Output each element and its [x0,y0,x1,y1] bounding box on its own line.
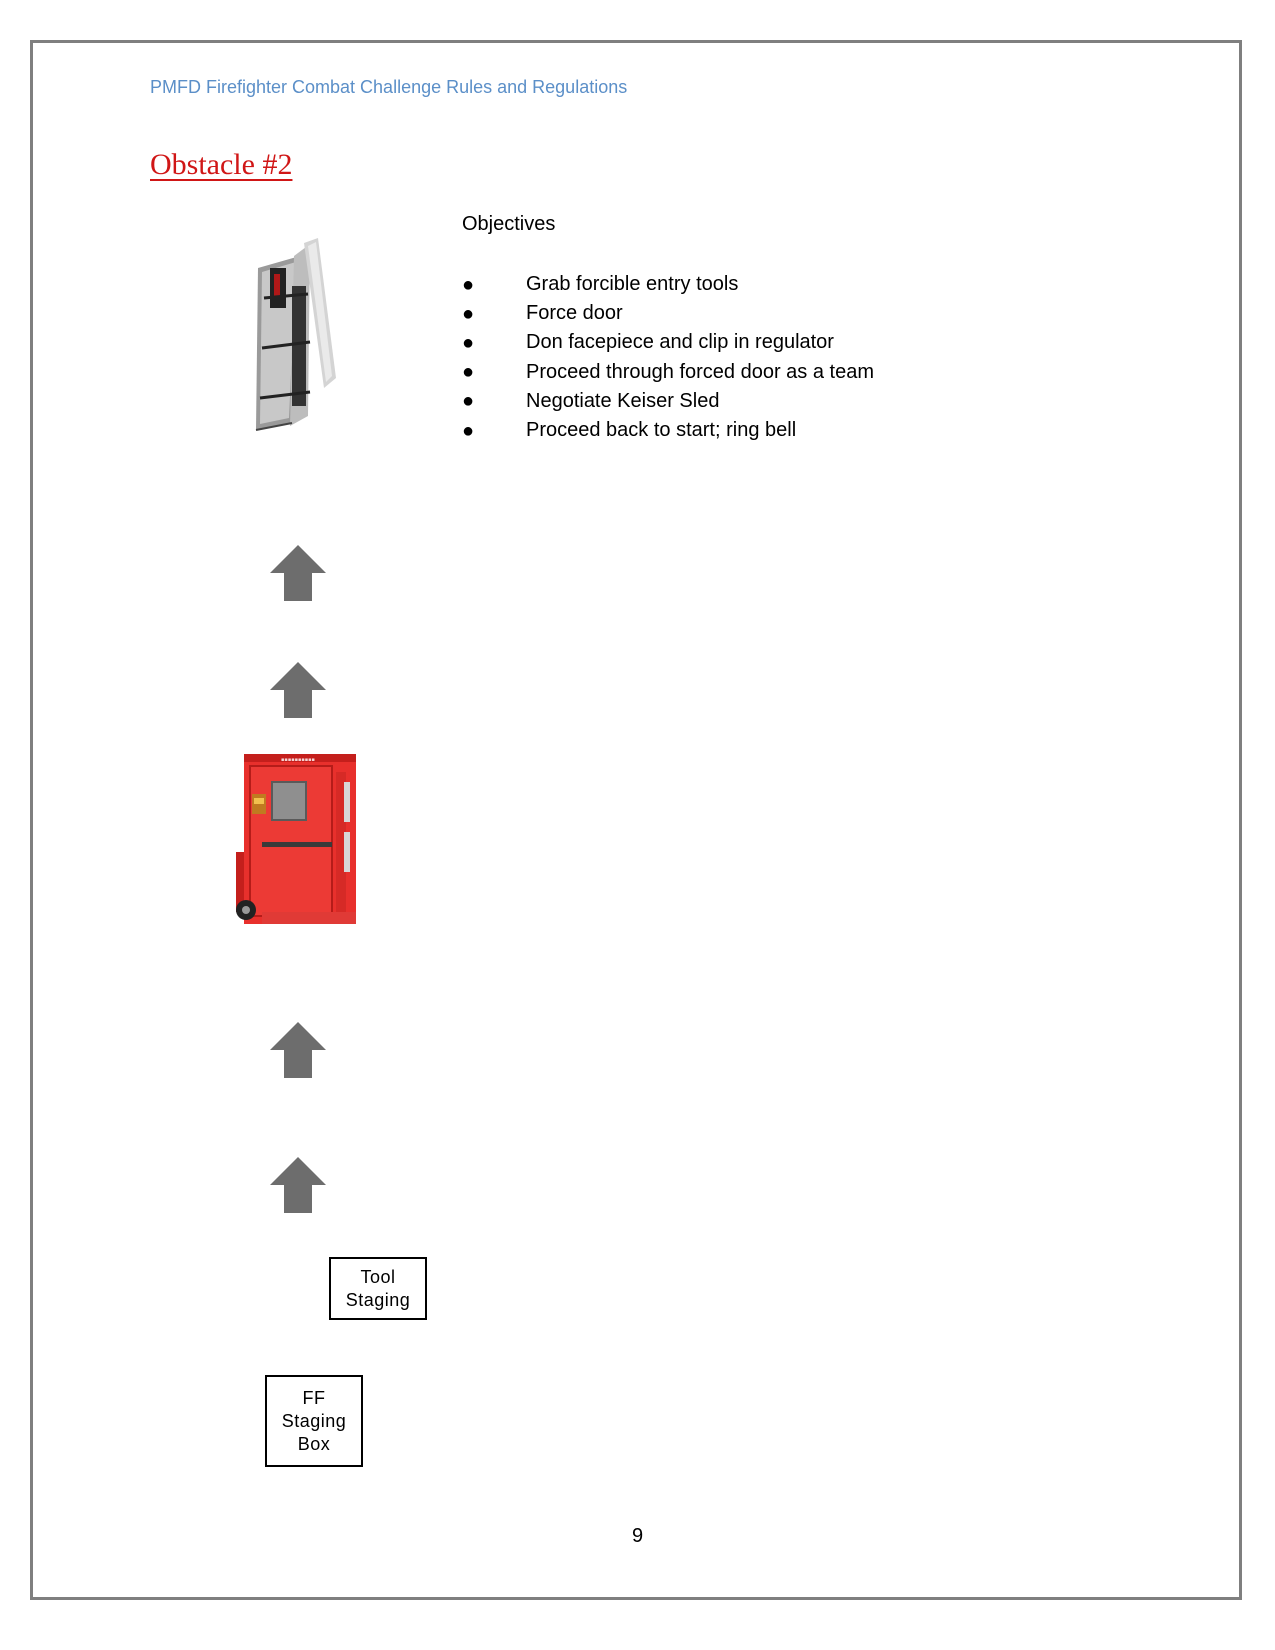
objective-text: Force door [526,302,623,325]
ff-staging-box: FF Staging Box [265,1375,363,1467]
objective-item: ●Force door [462,299,874,328]
bullet-icon: ● [462,333,526,353]
ff-staging-line1: FF [267,1387,361,1410]
obstacle-title: Obstacle #2 [150,148,292,182]
tool-staging-box: Tool Staging [329,1257,427,1320]
objective-text: Negotiate Keiser Sled [526,390,719,413]
objective-text: Grab forcible entry tools [526,273,738,296]
objective-text: Proceed back to start; ring bell [526,419,796,442]
objectives-list: ●Grab forcible entry tools ●Force door ●… [462,270,874,445]
objective-item: ●Proceed back to start; ring bell [462,416,874,445]
forcible-entry-door-image: ▪▪▪▪▪▪▪▪▪▪ [232,752,362,927]
objective-item: ●Proceed through forced door as a team [462,358,874,387]
page-number: 9 [0,1525,1275,1548]
ff-staging-line3: Box [267,1433,361,1456]
objective-text: Don facepiece and clip in regulator [526,331,834,354]
bullet-icon: ● [462,304,526,324]
objectives-heading: Objectives [462,213,555,236]
running-header: PMFD Firefighter Combat Challenge Rules … [150,77,627,98]
bullet-icon: ● [462,275,526,295]
objective-text: Proceed through forced door as a team [526,361,874,384]
bullet-icon: ● [462,391,526,411]
ff-staging-line2: Staging [267,1410,361,1433]
svg-text:▪▪▪▪▪▪▪▪▪▪: ▪▪▪▪▪▪▪▪▪▪ [281,757,315,763]
bullet-icon: ● [462,362,526,382]
bullet-icon: ● [462,421,526,441]
objective-item: ●Negotiate Keiser Sled [462,387,874,416]
up-arrow-icon [270,1157,326,1213]
objective-item: ●Grab forcible entry tools [462,270,874,299]
up-arrow-icon [270,1022,326,1078]
objective-item: ●Don facepiece and clip in regulator [462,328,874,357]
tool-staging-line2: Staging [331,1289,425,1312]
keiser-sled-image [248,238,348,443]
up-arrow-icon [270,662,326,718]
up-arrow-icon [270,545,326,601]
tool-staging-line1: Tool [331,1266,425,1289]
